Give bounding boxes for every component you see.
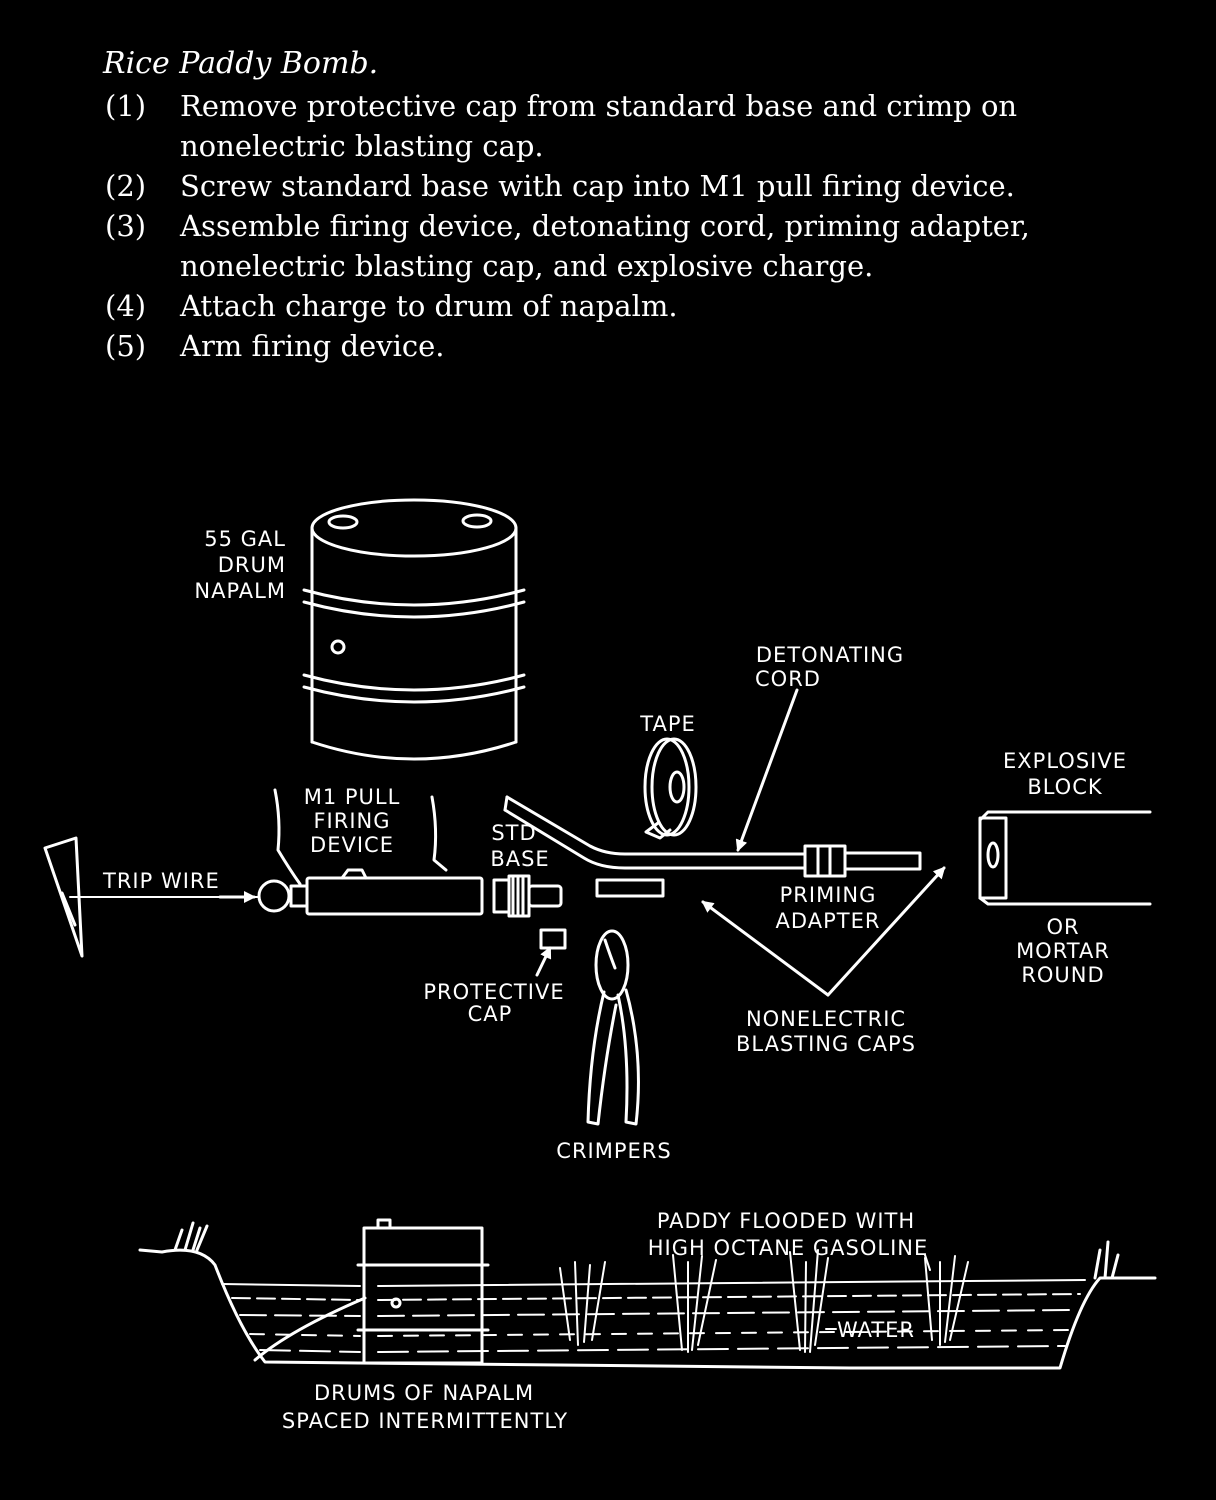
step-text: Assemble firing device, detonating cord,…	[180, 209, 1030, 283]
napalm-drum-icon	[302, 498, 526, 761]
detonating-cord-icon	[503, 795, 807, 870]
label-m1-pull-3: DEVICE	[310, 833, 394, 857]
label-or-mortar-1: OR	[1046, 915, 1079, 939]
tape-roll-icon	[643, 737, 698, 840]
protective-cap-icon	[539, 928, 567, 950]
label-drums-of-napalm-2: SPACED INTERMITTENTLY	[282, 1409, 568, 1433]
label-nonelectric-caps-2: BLASTING CAPS	[736, 1032, 916, 1056]
label-drum-2: DRUM	[218, 553, 286, 577]
step-number: (1)	[105, 89, 147, 123]
label-m1-pull-1: M1 PULL	[304, 785, 401, 809]
label-m1-pull-2: FIRING	[313, 809, 390, 833]
label-priming-adapter-2: ADAPTER	[776, 909, 881, 933]
label-or-mortar-3: ROUND	[1021, 963, 1104, 987]
step-number: (4)	[105, 289, 147, 323]
label-explosive-block-2: BLOCK	[1027, 775, 1103, 799]
label-detonating-cord-1: DETONATING	[756, 643, 904, 667]
label-or-mortar-2: MORTAR	[1016, 939, 1110, 963]
step-item: (4) Attach charge to drum of napalm.	[105, 286, 1105, 326]
submerged-drum-icon	[253, 1218, 490, 1365]
label-explosive-block-1: EXPLOSIVE	[1003, 749, 1127, 773]
page-title: Rice Paddy Bomb.	[103, 46, 379, 81]
step-text: Arm firing device.	[180, 329, 445, 363]
crimpers-icon	[586, 929, 640, 1126]
label-drum-1: 55 GAL	[204, 527, 286, 551]
blasting-caps-arrow-left	[701, 900, 830, 997]
step-text: Screw standard base with cap into M1 pul…	[180, 169, 1015, 203]
protective-cap-arrow	[535, 946, 552, 977]
blasting-cap-icon	[595, 878, 665, 898]
step-number: (3)	[105, 209, 147, 243]
step-item: (3) Assemble firing device, detonating c…	[105, 206, 1105, 286]
step-list: (1) Remove protective cap from standard …	[105, 86, 1105, 366]
step-number: (2)	[105, 169, 147, 203]
standard-base-icon	[492, 874, 563, 918]
paddy-cross-section	[138, 1221, 1157, 1370]
label-water: WATER	[837, 1318, 915, 1342]
step-text: Remove protective cap from standard base…	[180, 89, 1018, 163]
m1-pull-firing-device-icon	[257, 788, 484, 916]
label-protective-cap-2: CAP	[468, 1002, 513, 1026]
water-surface-lines	[221, 1279, 1086, 1353]
step-item: (1) Remove protective cap from standard …	[105, 86, 1105, 166]
explosive-block-icon	[978, 810, 1152, 906]
label-detonating-cord-2: CORD	[755, 667, 821, 691]
label-paddy-flooded-1: PADDY FLOODED WITH	[657, 1209, 915, 1233]
label-protective-cap-1: PROTECTIVE	[423, 980, 564, 1004]
step-item: (5) Arm firing device.	[105, 326, 1105, 366]
label-priming-adapter-1: PRIMING	[780, 883, 877, 907]
label-drum-3: NAPALM	[194, 579, 286, 603]
step-item: (2) Screw standard base with cap into M1…	[105, 166, 1105, 206]
priming-adapter-icon	[803, 844, 922, 878]
reeds-icon	[559, 1249, 969, 1353]
label-crimpers: CRIMPERS	[556, 1139, 671, 1163]
step-number: (5)	[105, 329, 147, 363]
label-trip-wire: TRIP WIRE	[102, 869, 220, 893]
label-std-base-2: BASE	[490, 847, 549, 871]
label-tape: TAPE	[639, 712, 696, 736]
label-drums-of-napalm-1: DRUMS OF NAPALM	[314, 1381, 534, 1405]
blasting-caps-arrow-right	[826, 866, 946, 997]
label-paddy-flooded-2: HIGH OCTANE GASOLINE	[648, 1236, 929, 1260]
label-nonelectric-caps-1: NONELECTRIC	[746, 1007, 906, 1031]
label-std-base-1: STD	[491, 821, 536, 845]
step-text: Attach charge to drum of napalm.	[180, 289, 678, 323]
detonating-cord-arrow	[735, 688, 799, 852]
